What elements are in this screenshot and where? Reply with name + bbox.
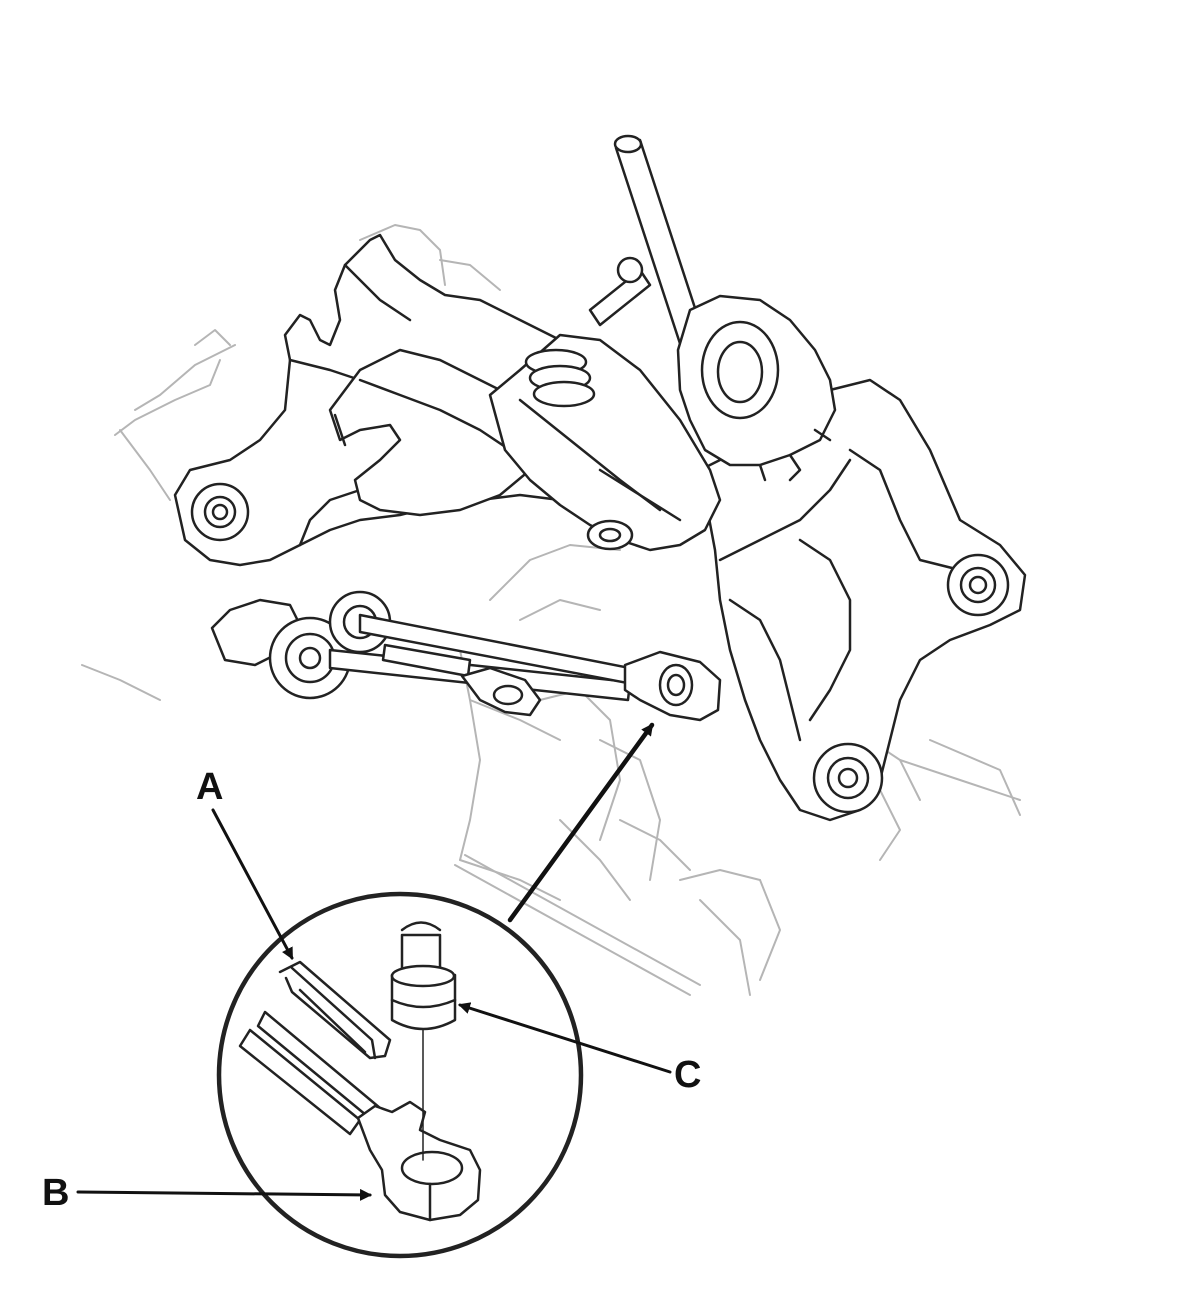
shift-cable-assembly — [210, 590, 722, 722]
shift-fork-plate — [328, 348, 542, 517]
zoom-arrow — [507, 722, 655, 923]
detail-inset — [216, 891, 584, 1259]
bracket-bolt-lower — [812, 742, 884, 814]
bracket-bolt-upper — [946, 553, 1010, 617]
inset-cable-end — [238, 1010, 482, 1222]
lock-clip — [278, 960, 392, 1060]
rubber-bushing — [390, 921, 457, 1161]
callout-label-c: C — [674, 1054, 702, 1096]
housing-bolt — [190, 482, 250, 542]
callout-label-b: B — [42, 1172, 70, 1214]
leader-a — [211, 808, 294, 960]
leader-lines — [76, 722, 672, 1201]
leader-c — [458, 1002, 672, 1074]
gate-plate — [676, 294, 837, 482]
mounting-bracket — [698, 378, 1027, 822]
callout-label-a: A — [196, 766, 224, 808]
leader-b — [76, 1188, 372, 1201]
detent-spring — [524, 256, 652, 408]
